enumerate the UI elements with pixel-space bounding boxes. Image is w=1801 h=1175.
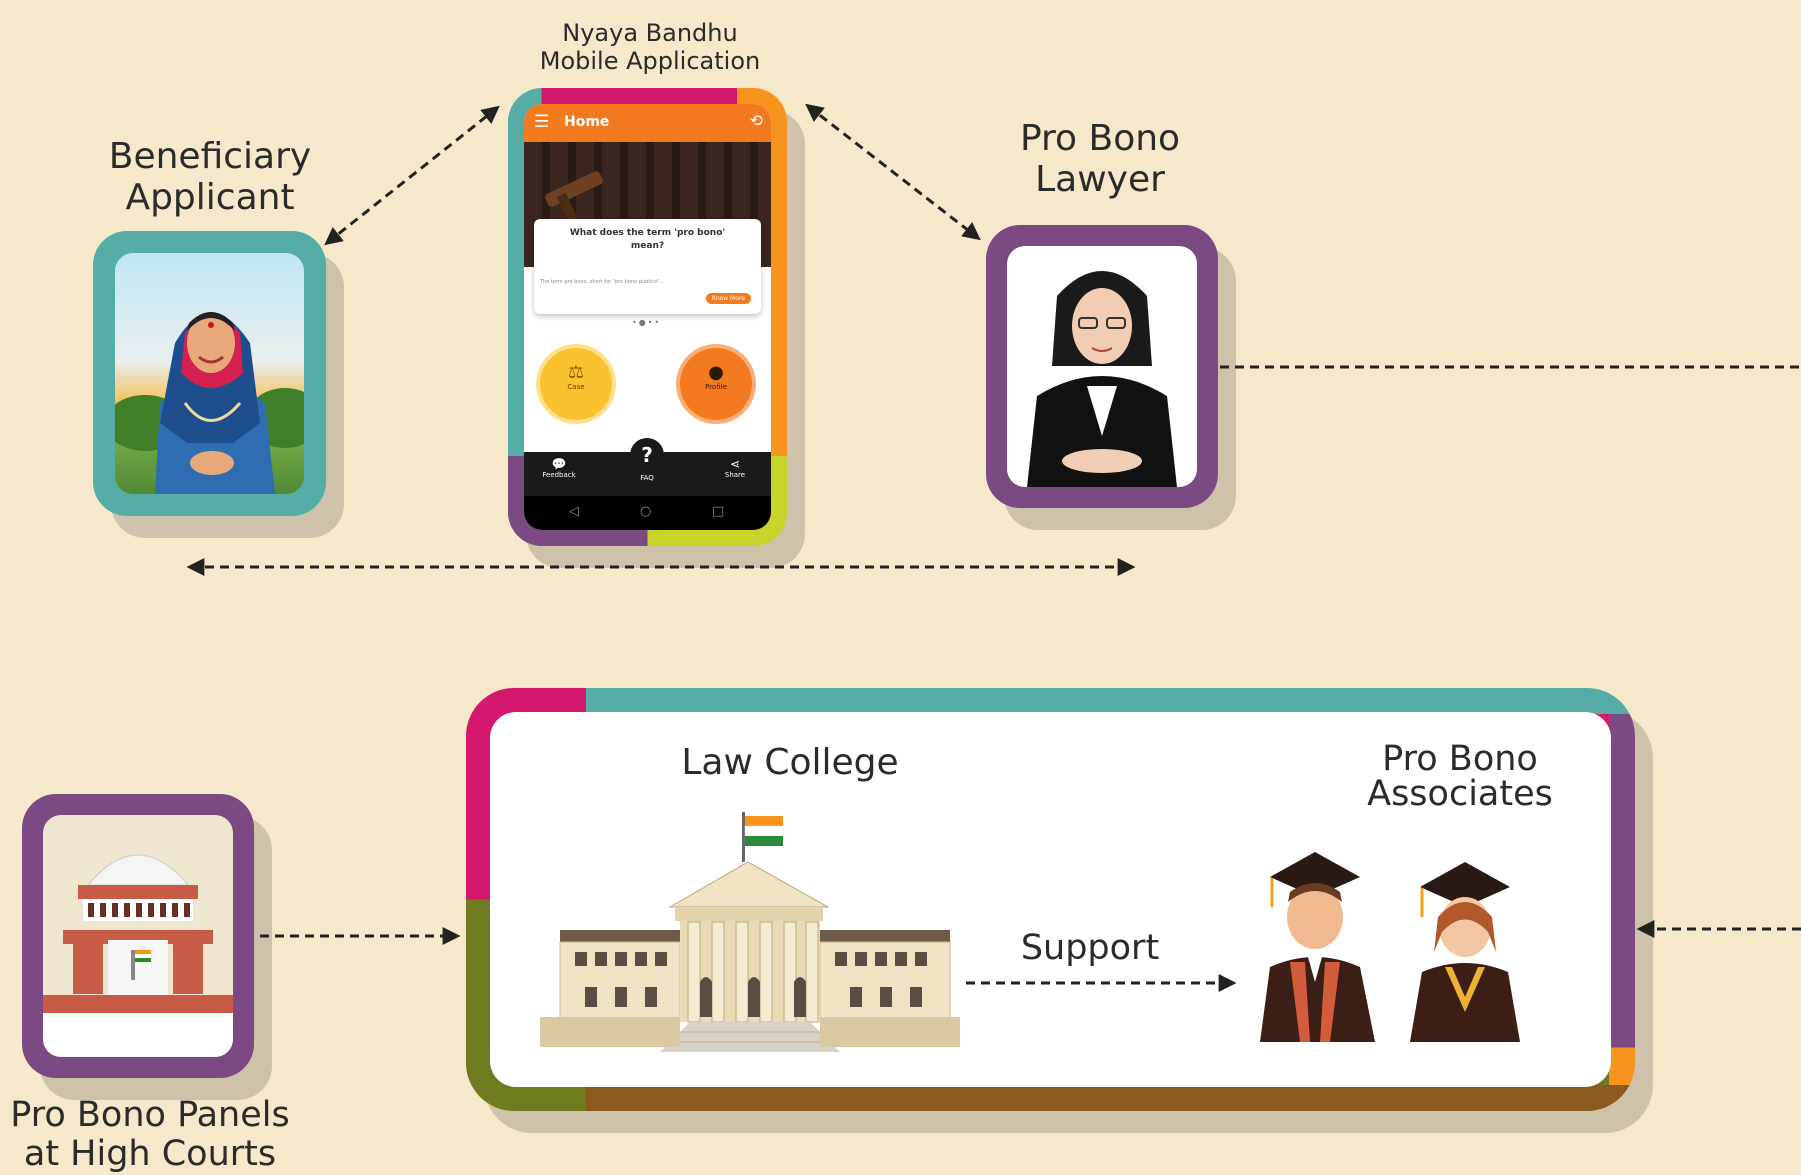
supreme-court-illustration: [43, 854, 233, 1057]
faq-card-snippet: The term pro bono, short for "pro bono p…: [540, 279, 664, 285]
nav-feedback[interactable]: 💬 Feedback: [534, 457, 584, 479]
nav-share-label: Share: [724, 471, 746, 479]
support-label: Support: [1020, 928, 1160, 968]
back-icon[interactable]: ◁: [569, 504, 579, 519]
app-title-line2: Mobile Application: [539, 46, 761, 75]
case-button[interactable]: ⚖ Case: [536, 344, 616, 424]
nav-faq[interactable]: ? FAQ: [622, 438, 672, 482]
profile-button[interactable]: ● Profile: [676, 344, 756, 424]
beneficiary-portrait: [115, 253, 304, 494]
app-title: Nyaya Bandhu Mobile Application: [500, 19, 800, 75]
associates-title: Pro Bono Associates: [1310, 742, 1610, 812]
law-college-panel-inner: Law College Pro Bono Associates Support: [490, 712, 1611, 1087]
profile-button-label: Profile: [705, 383, 727, 391]
male-graduate-icon: [1260, 852, 1375, 1042]
beneficiary-label-line2: Applicant: [125, 177, 295, 219]
phone-screen: ☰ Home ⟲ What does the term 'pro bono' m…: [524, 104, 771, 530]
panels-card: [22, 794, 254, 1078]
carousel-dots[interactable]: •●••: [632, 318, 662, 327]
phone-frame: ☰ Home ⟲ What does the term 'pro bono' m…: [508, 88, 787, 546]
female-graduate-icon: [1410, 862, 1520, 1042]
lawyer-label: Pro Bono Lawyer: [960, 118, 1240, 201]
case-button-label: Case: [567, 383, 585, 391]
graduates-illustration: [1260, 852, 1520, 1042]
law-college-building: [540, 812, 960, 1052]
nav-faq-label: FAQ: [640, 474, 654, 482]
scales-icon: ⚖: [567, 362, 585, 383]
menu-icon[interactable]: ☰: [534, 112, 550, 132]
nav-share[interactable]: ⋖ Share: [710, 457, 760, 479]
woman-illustration: [115, 312, 304, 494]
app-title-line1: Nyaya Bandhu: [562, 19, 738, 47]
question-icon: ?: [630, 438, 664, 472]
panels-label-line2: at High Courts: [23, 1134, 277, 1175]
associates-title-line1: Pro Bono: [1382, 739, 1538, 779]
app-header: ☰ Home ⟲: [524, 104, 771, 142]
lawyer-card: [986, 225, 1218, 508]
beneficiary-label-line1: Beneficiary: [108, 136, 312, 177]
nav-feedback-label: Feedback: [542, 471, 576, 479]
faq-card-question: What does the term 'pro bono' mean?: [569, 228, 726, 251]
logout-icon[interactable]: ⟲: [749, 111, 763, 130]
home-icon[interactable]: ○: [640, 504, 652, 519]
court-image: [43, 815, 233, 1057]
lawyer-label-line1: Pro Bono: [1019, 118, 1181, 159]
know-more-button[interactable]: Know More: [705, 293, 751, 304]
associates-title-line2: Associates: [1367, 774, 1553, 814]
app-header-title: Home: [564, 114, 610, 130]
user-icon: ●: [708, 362, 724, 383]
panels-label: Pro Bono Panels at High Courts: [0, 1095, 310, 1175]
chat-icon: 💬: [551, 457, 567, 471]
beneficiary-label: Beneficiary Applicant: [70, 136, 350, 219]
lawyer-portrait: [1007, 246, 1197, 487]
panels-label-line1: Pro Bono Panels: [10, 1095, 290, 1135]
arrow-app-lawyer: [805, 103, 981, 241]
recent-apps-icon[interactable]: □: [712, 504, 725, 519]
arrow-beneficiary-app: [324, 105, 500, 246]
lawyer-label-line2: Lawyer: [1035, 159, 1165, 201]
beneficiary-card: [93, 231, 326, 516]
law-college-title: Law College: [681, 742, 899, 783]
bottom-nav: 💬 Feedback ? FAQ ⋖ Share: [524, 438, 771, 496]
lawyer-illustration: [1027, 271, 1177, 487]
android-nav-bar: ◁ ○ □: [524, 496, 771, 530]
faq-card[interactable]: What does the term 'pro bono' mean? The …: [534, 219, 761, 314]
share-icon: ⋖: [729, 457, 741, 471]
law-college-panel: Law College Pro Bono Associates Support: [466, 688, 1635, 1111]
